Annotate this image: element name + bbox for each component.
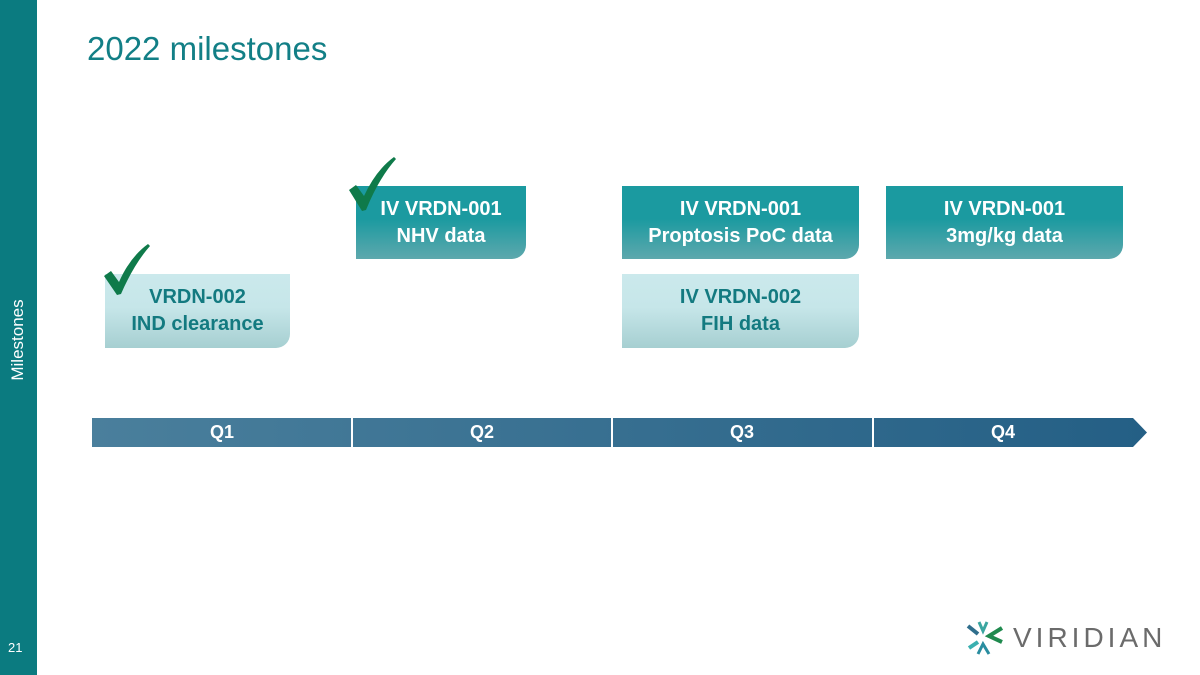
quarter-q2: Q2 (469, 422, 494, 442)
milestone-line1: IV VRDN-001 (380, 197, 502, 220)
sidebar-band: Milestones 21 (0, 0, 37, 675)
milestone-line2: 3mg/kg data (946, 224, 1063, 247)
milestone-line2: Proptosis PoC data (648, 224, 833, 247)
milestone-proptosis-data: IV VRDN-001 Proptosis PoC data (622, 186, 859, 259)
side-label: Milestones (8, 299, 27, 381)
milestone-ind-clearance: VRDN-002 IND clearance (105, 274, 290, 348)
page-title: 2022 milestones (87, 30, 328, 67)
milestone-line1: VRDN-002 (149, 286, 246, 308)
checkmark-icon (104, 244, 150, 295)
milestone-fih-data: IV VRDN-002 FIH data (622, 274, 859, 348)
quarter-q1: Q1 (209, 422, 234, 442)
quarter-q3: Q3 (729, 422, 754, 442)
milestone-line2: IND clearance (131, 313, 264, 335)
milestone-line2: NHV data (396, 224, 486, 247)
milestone-3mgkg-data: IV VRDN-001 3mg/kg data (886, 186, 1123, 259)
quarter-q4: Q4 (990, 422, 1015, 442)
logo-text: VIRIDIAN (1013, 622, 1167, 653)
viridian-logo: VIRIDIAN (965, 620, 1166, 656)
page-number: 21 (8, 640, 23, 655)
milestone-line1: IV VRDN-001 (943, 197, 1066, 220)
logo-mark-icon (966, 621, 1004, 655)
milestone-line1: IV VRDN-002 (679, 286, 802, 308)
checkmark-icon (349, 157, 396, 211)
milestone-line1: IV VRDN-001 (679, 197, 802, 220)
milestone-line2: FIH data (701, 313, 780, 335)
timeline-arrow (92, 418, 1147, 447)
milestone-nhv-data: IV VRDN-001 NHV data (356, 186, 526, 259)
